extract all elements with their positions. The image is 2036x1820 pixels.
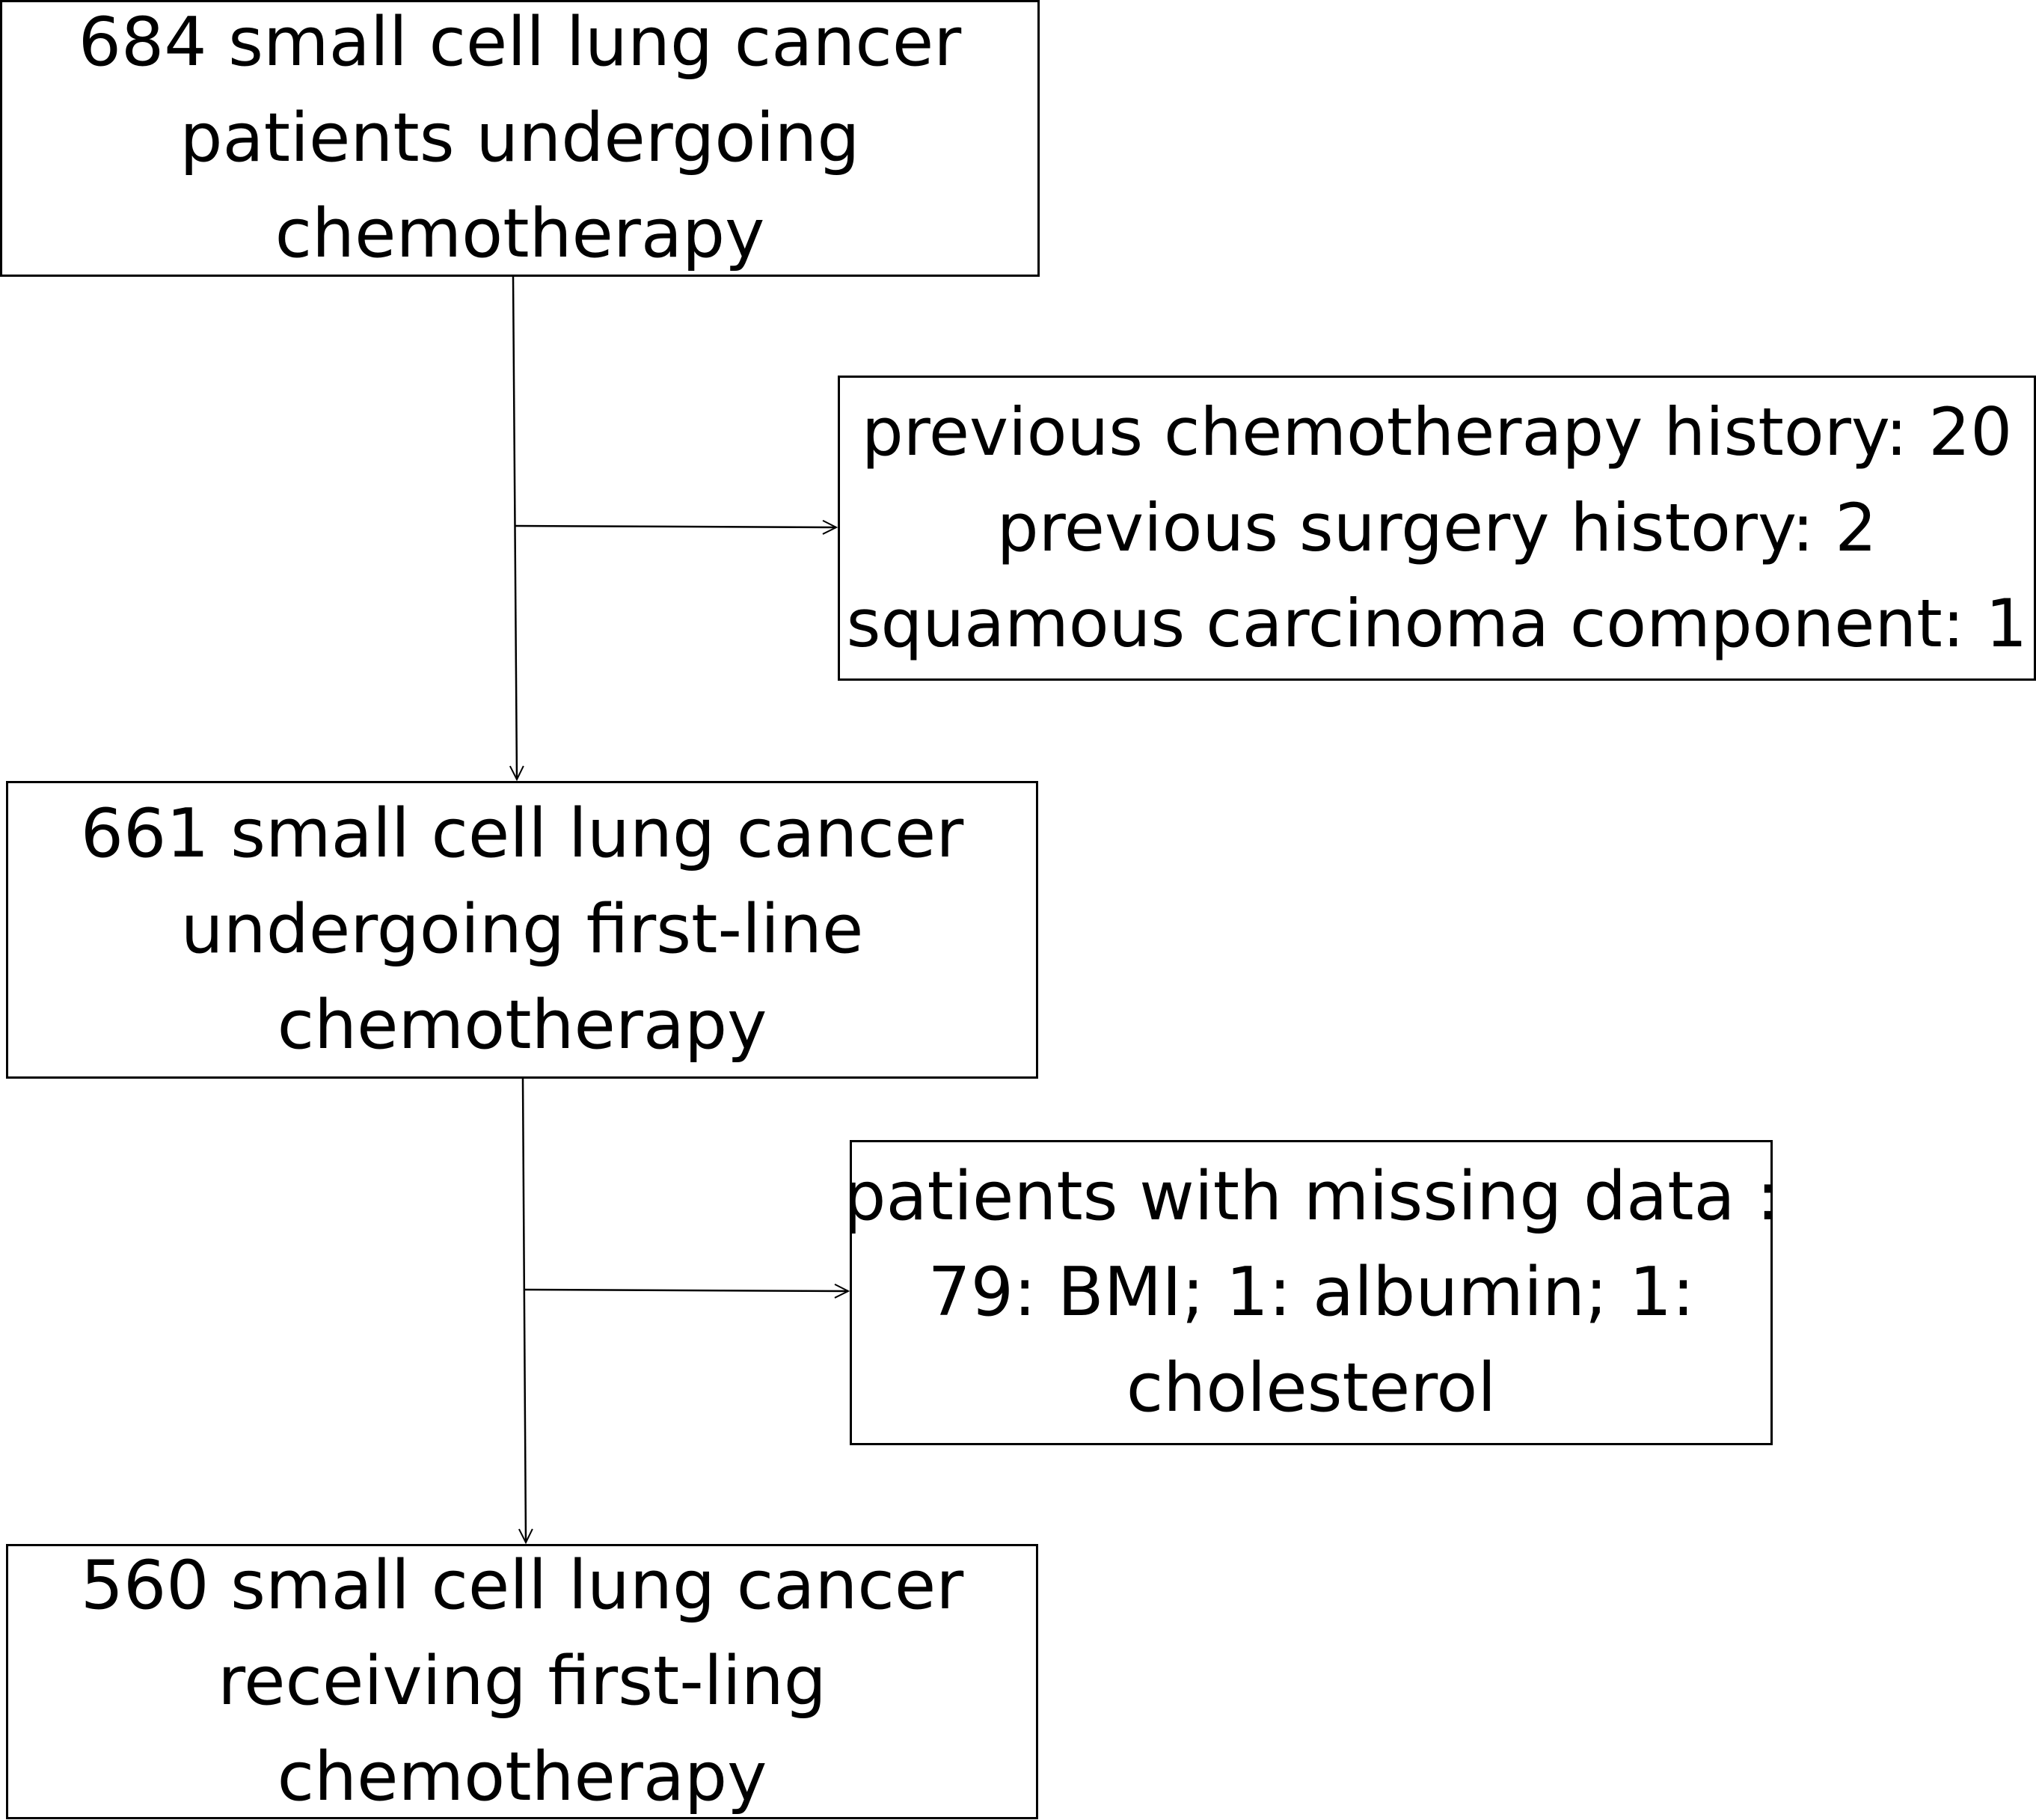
first-line-cohort-line-3: chemotherapy bbox=[277, 986, 767, 1064]
flow-arrow-3-to-5 bbox=[518, 1078, 533, 1545]
exclusion-2-line-3: cholesterol bbox=[1126, 1349, 1497, 1427]
first-line-cohort-line-1: 661 small cell lung cancer bbox=[80, 794, 964, 873]
initial-cohort-box: 684 small cell lung cancer patients unde… bbox=[0, 0, 1040, 277]
exclusion-arrow-2 bbox=[524, 1284, 850, 1299]
exclusion-1-line-3: squamous carcinoma component: 1 bbox=[846, 585, 2028, 662]
exclusion-1-line-2: previous surgery history: 2 bbox=[996, 489, 1877, 566]
exclusion-box-missing-data: patients with missing data : 79: BMI; 1:… bbox=[850, 1140, 1773, 1445]
exclusion-2-line-2: 79: BMI; 1: albumin; 1: bbox=[927, 1253, 1695, 1332]
final-cohort-line-1: 560 small cell lung cancer bbox=[80, 1546, 964, 1625]
initial-cohort-line-2: patients undergoing bbox=[180, 99, 860, 177]
exclusion-box-prior-treatment: previous chemotherapy history: 20 previo… bbox=[838, 376, 2036, 681]
flow-arrow-1-to-3 bbox=[509, 276, 524, 782]
initial-cohort-line-1: 684 small cell lung cancer bbox=[78, 3, 962, 82]
exclusion-arrow-1 bbox=[515, 520, 838, 535]
exclusion-2-line-1: patients with missing data : bbox=[850, 1157, 1773, 1236]
exclusion-1-line-1: previous chemotherapy history: 20 bbox=[861, 393, 2013, 471]
final-cohort-line-3: chemotherapy bbox=[277, 1738, 767, 1816]
first-line-cohort-line-2: undergoing first-line bbox=[180, 890, 864, 969]
first-line-cohort-box: 661 small cell lung cancer undergoing fi… bbox=[6, 781, 1038, 1079]
final-cohort-line-2: receiving first-ling bbox=[218, 1642, 827, 1721]
initial-cohort-line-3: chemotherapy bbox=[275, 194, 765, 273]
final-cohort-box: 560 small cell lung cancer receiving fir… bbox=[6, 1544, 1038, 1819]
